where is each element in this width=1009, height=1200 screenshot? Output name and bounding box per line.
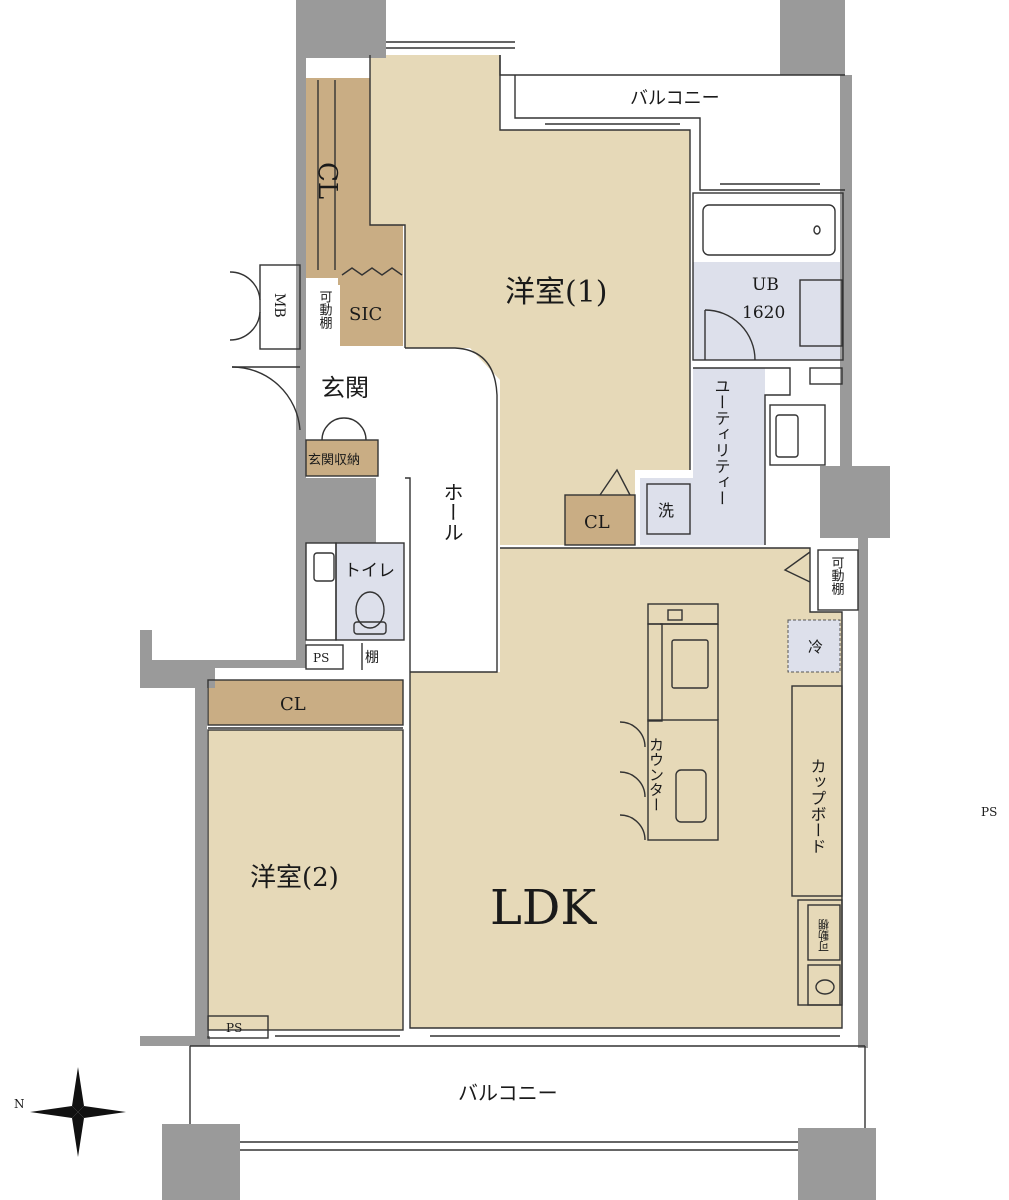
wall-bottom-left (140, 1036, 210, 1046)
north-letter: N (14, 1097, 25, 1111)
entrance-storage-floor (306, 440, 378, 476)
western-room-2-label: 洋室(2) (250, 863, 339, 893)
ldk-label: LDK (490, 880, 597, 936)
ldk-floor (410, 548, 842, 1028)
unit-bath-size-label: 1620 (742, 303, 785, 323)
entrance-label: 玄関 (321, 374, 369, 402)
wall-right-lower (858, 538, 868, 1048)
western-room-2-floor (208, 730, 403, 1030)
balcony-bottom-label: バルコニー (458, 1081, 558, 1105)
column-right-mid (820, 466, 890, 538)
ps-toilet-label: PS (313, 651, 329, 665)
closet-left-label: CL (312, 162, 342, 199)
column-bottom-left (162, 1124, 240, 1200)
closet-mid-floor (565, 495, 635, 545)
interior-lines (189, 41, 866, 1151)
column-entrance-mid (296, 478, 376, 543)
north-arrow-icon (30, 1067, 126, 1157)
walls (140, 0, 890, 1200)
column-top-left (296, 0, 386, 58)
wall-right-upper (840, 75, 852, 470)
balcony-top-label: バルコニー (630, 88, 720, 109)
movable-shelf-left-label: 可動棚 (317, 290, 333, 329)
shelf-label: 棚 (365, 650, 379, 666)
closet-room2-floor (208, 680, 403, 725)
movable-shelf-right-label: 可動棚 (829, 556, 845, 595)
sic-label: SIC (349, 304, 382, 325)
movable-small-label: 可動棚 (818, 918, 831, 952)
ps-room2-label: PS (226, 1021, 242, 1035)
cupboard-label: カップボード (808, 758, 827, 854)
meter-box-label: MB (271, 293, 287, 318)
wall-left-notch (140, 630, 305, 688)
western-room-1-floor (370, 55, 690, 545)
column-bottom-right (798, 1128, 876, 1200)
fridge-space (787, 619, 841, 673)
western-room-1-label: 洋室(1) (505, 275, 608, 310)
counter-label: カウンター (647, 737, 665, 812)
utility-label: ユーティリティー (712, 378, 731, 506)
washer-label: 洗 (658, 501, 674, 520)
column-top-right (780, 0, 845, 75)
sic-floor (340, 278, 403, 346)
closet-room2-label: CL (280, 694, 306, 715)
toilet-label: トイレ (344, 561, 395, 581)
closet-mid-label: CL (584, 512, 610, 533)
unit-bath-label: UB (752, 275, 779, 295)
ps-outside-label: PS (981, 805, 997, 819)
wall-left-lower (195, 688, 207, 1046)
wall-left-upper (296, 58, 306, 668)
fridge-label: 冷 (808, 638, 823, 656)
hall-label: ホール (440, 482, 464, 542)
entrance-storage-label: 玄関収納 (308, 453, 360, 468)
utility-floor (640, 368, 765, 545)
